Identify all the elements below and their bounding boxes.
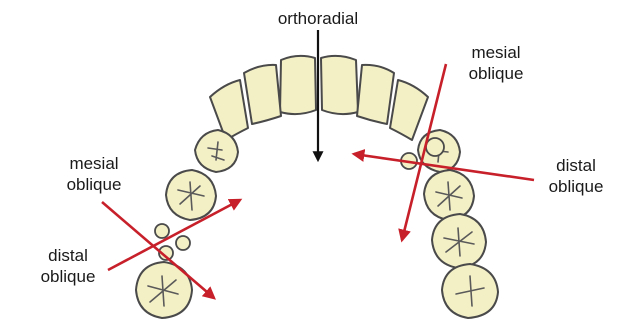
contact-right-upper — [426, 138, 444, 156]
label-orthoradial: orthoradial — [248, 8, 388, 29]
label-mesial-oblique-right-line2: oblique — [458, 63, 534, 84]
label-mesial-oblique-left-line2: oblique — [56, 174, 132, 195]
label-distal-oblique-left-line2: oblique — [30, 266, 106, 287]
incisor-lateral-right — [357, 65, 394, 124]
canine-right — [390, 80, 428, 140]
incisor-lateral-left — [244, 65, 281, 124]
contact-left-middle — [176, 236, 190, 250]
label-mesial-oblique-right-line1: mesial — [458, 42, 534, 63]
label-mesial-oblique-left: mesial oblique — [56, 153, 132, 195]
label-distal-oblique-left-line1: distal — [30, 245, 106, 266]
label-mesial-oblique-left-line1: mesial — [56, 153, 132, 174]
contact-left-upper — [155, 224, 169, 238]
label-orthoradial-text: orthoradial — [278, 9, 358, 28]
incisor-central-right — [321, 56, 358, 114]
incisor-central-left — [280, 56, 316, 114]
label-distal-oblique-right-line2: oblique — [538, 176, 614, 197]
label-distal-oblique-right-line1: distal — [538, 155, 614, 176]
label-mesial-oblique-right: mesial oblique — [458, 42, 534, 84]
label-distal-oblique-right: distal oblique — [538, 155, 614, 197]
label-distal-oblique-left: distal oblique — [30, 245, 106, 287]
